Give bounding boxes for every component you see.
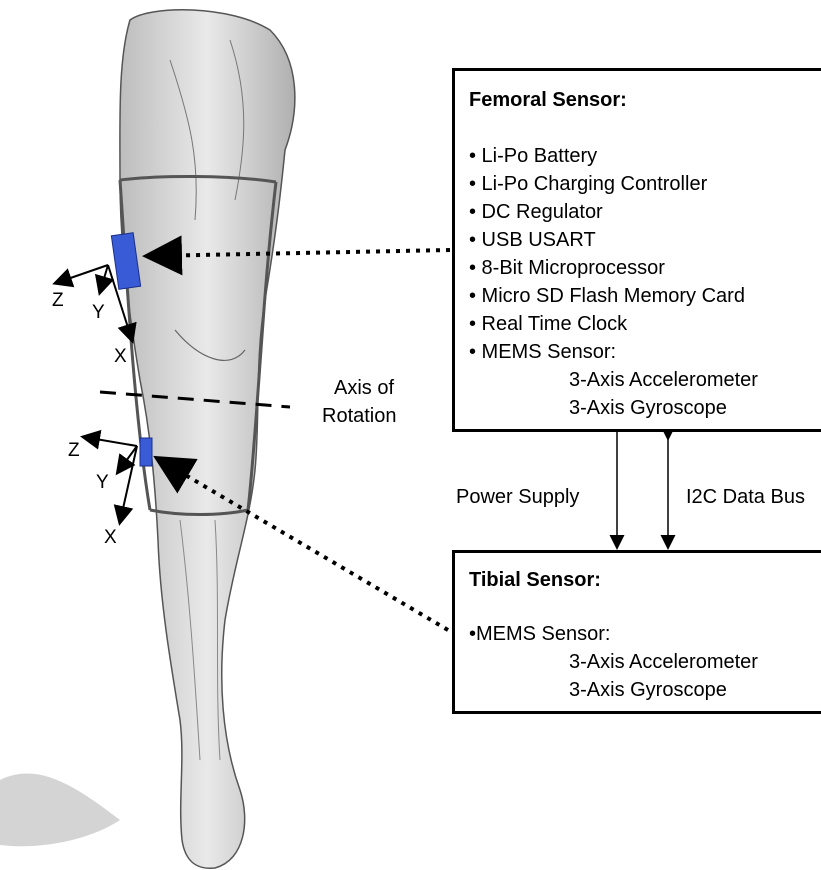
tibial-subitem: 3-Axis Gyroscope xyxy=(569,679,727,702)
femoral-item: • Li-Po Charging Controller xyxy=(469,173,707,196)
tibial-sensor-title: Tibial Sensor: xyxy=(469,569,601,592)
femoral-item: • Real Time Clock xyxy=(469,313,627,336)
lower-z-label: Z xyxy=(68,440,80,462)
tibial-subitem: 3-Axis Accelerometer xyxy=(569,651,758,674)
upper-x-label: X xyxy=(114,346,127,368)
femoral-item: • Li-Po Battery xyxy=(469,145,597,168)
i2c-data-bus-label: I2C Data Bus xyxy=(686,486,805,509)
femoral-item: • MEMS Sensor: xyxy=(469,341,616,364)
rotation-axis-label-line1: Axis of xyxy=(334,377,394,400)
femoral-subitem: 3-Axis Accelerometer xyxy=(569,369,758,392)
femoral-subitem: 3-Axis Gyroscope xyxy=(569,397,727,420)
tibial-sensor-box: Tibial Sensor: •MEMS Sensor: 3-Axis Acce… xyxy=(452,550,821,714)
tibial-item: •MEMS Sensor: xyxy=(469,623,610,646)
femoral-sensor-title: Femoral Sensor: xyxy=(469,89,627,112)
upper-y-label: Y xyxy=(92,302,105,324)
lower-y-label: Y xyxy=(96,472,109,494)
tibial-sensor-marker xyxy=(140,438,152,466)
power-supply-label: Power Supply xyxy=(456,486,579,509)
femoral-item: • USB USART xyxy=(469,229,596,252)
femoral-item: • DC Regulator xyxy=(469,201,603,224)
femoral-item: • 8-Bit Microprocessor xyxy=(469,257,665,280)
rotation-axis-label-line2: Rotation xyxy=(322,405,397,428)
femoral-sensor-box: Femoral Sensor: • Li-Po Battery • Li-Po … xyxy=(452,68,821,432)
lower-x-label: X xyxy=(104,527,117,549)
lower-axes-icon xyxy=(84,437,137,522)
upper-z-label: Z xyxy=(52,290,64,312)
femoral-item: • Micro SD Flash Memory Card xyxy=(469,285,745,308)
